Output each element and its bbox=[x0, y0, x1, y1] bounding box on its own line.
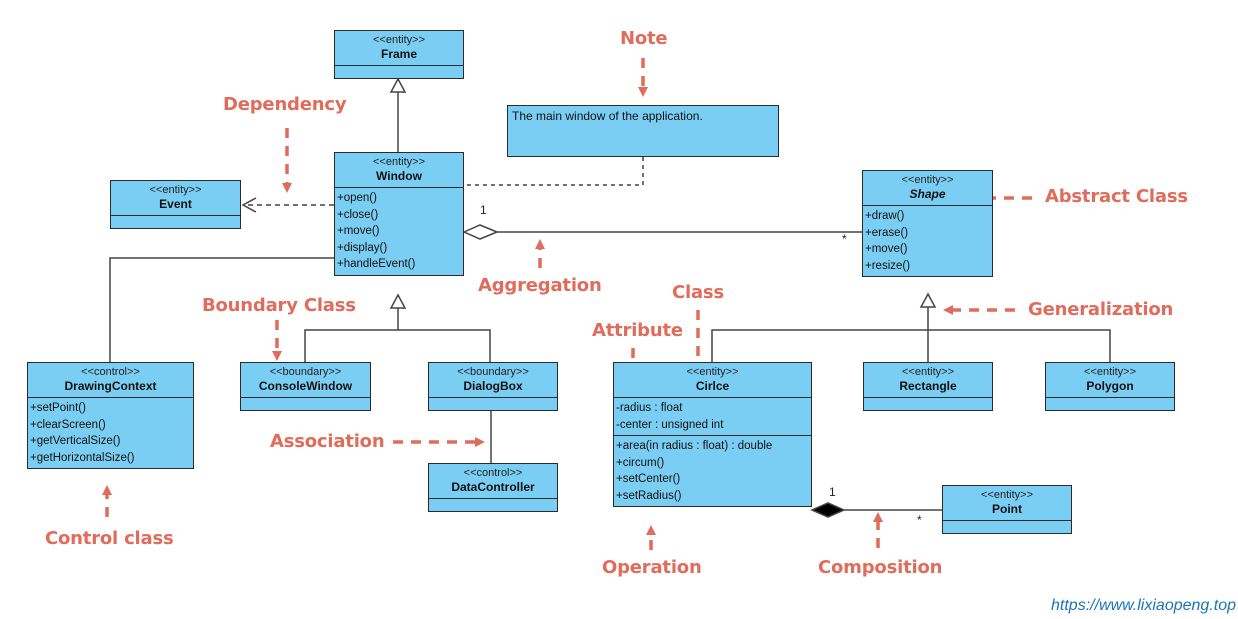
stereotype: <<entity>> bbox=[1084, 366, 1136, 378]
stereotype: <<entity>> bbox=[902, 366, 954, 378]
dependency-arrowhead bbox=[241, 197, 257, 213]
class-polygon[interactable]: <<entity>> Polygon bbox=[1045, 362, 1175, 411]
stereotype: <<entity>> bbox=[686, 366, 739, 378]
generalization-shapes-bus bbox=[711, 329, 1111, 362]
generalization-arrowhead bbox=[389, 293, 407, 309]
class-name: Rectangle bbox=[899, 379, 957, 393]
class-frame[interactable]: <<entity>> Frame bbox=[334, 30, 464, 79]
operation: +move() bbox=[337, 225, 380, 237]
class-name: Point bbox=[992, 502, 1022, 516]
class-name: Polygon bbox=[1086, 379, 1134, 393]
annotation-boundary-class: Boundary Class bbox=[202, 295, 356, 316]
annotation-composition: Composition bbox=[818, 557, 943, 578]
class-name: ConsoleWindow bbox=[258, 379, 353, 393]
operation: +display() bbox=[337, 241, 388, 254]
operation: +area(in radius : float) : double bbox=[616, 440, 773, 452]
annotation-control-class: Control class bbox=[45, 528, 174, 549]
generalization-arrowhead bbox=[389, 77, 407, 93]
operation: +erase() bbox=[865, 226, 909, 239]
operations-compartment: +setPoint() +clearScreen() +getVerticalS… bbox=[28, 398, 193, 468]
operation: +open() bbox=[337, 192, 377, 204]
generalization-arrowhead bbox=[919, 292, 937, 308]
annotation-note: Note bbox=[620, 28, 668, 49]
stereotype: <<entity>> bbox=[373, 156, 425, 168]
class-name: DialogBox bbox=[463, 379, 523, 393]
annotation-association: Association bbox=[270, 431, 385, 452]
operation: +setPoint() bbox=[30, 402, 86, 414]
stereotype: <<control>> bbox=[81, 366, 140, 378]
class-circle[interactable]: <<entity>> Cirlce -radius : float -cente… bbox=[613, 362, 812, 507]
class-window[interactable]: <<entity>> Window +open() +close() +move… bbox=[334, 152, 464, 276]
stereotype: <<entity>> bbox=[901, 174, 954, 186]
class-name: Event bbox=[159, 197, 192, 211]
multiplicity-composition-part: * bbox=[917, 513, 922, 527]
operations-compartment: +draw() +erase() +move() +resize() bbox=[863, 206, 992, 276]
annotation-dependency: Dependency bbox=[223, 94, 347, 115]
note-box[interactable]: The main window of the application. bbox=[507, 105, 779, 157]
annotation-operation: Operation bbox=[602, 557, 702, 578]
aggregation-diamond bbox=[462, 224, 499, 240]
generalization-consolewindow bbox=[304, 329, 491, 362]
class-event[interactable]: <<entity>> Event bbox=[110, 180, 241, 229]
class-shape[interactable]: <<entity>> Shape +draw() +erase() +move(… bbox=[862, 170, 993, 277]
operations-compartment bbox=[864, 398, 992, 410]
stereotype: <<entity>> bbox=[149, 184, 202, 196]
operations-compartment bbox=[943, 521, 1071, 533]
class-name: DrawingContext bbox=[64, 379, 157, 393]
composition-diamond bbox=[810, 502, 846, 518]
multiplicity-aggregation-part: * bbox=[842, 232, 847, 246]
annotation-class: Class bbox=[672, 282, 724, 303]
operations-compartment: +open() +close() +move() +display() +han… bbox=[335, 188, 463, 275]
operations-compartment: +area(in radius : float) : double +circu… bbox=[614, 435, 811, 506]
annotation-abstract-class: Abstract Class bbox=[1045, 186, 1188, 207]
class-name: Shape bbox=[909, 187, 946, 201]
class-point[interactable]: <<entity>> Point bbox=[942, 485, 1072, 534]
class-rectangle[interactable]: <<entity>> Rectangle bbox=[863, 362, 993, 411]
annotation-generalization: Generalization bbox=[1028, 299, 1174, 320]
operations-compartment bbox=[241, 398, 370, 410]
multiplicity-aggregation-whole: 1 bbox=[480, 203, 487, 217]
stereotype: <<boundary>> bbox=[457, 366, 529, 378]
operation: +draw() bbox=[865, 210, 905, 222]
watermark-link[interactable]: https://www.lixiaopeng.top bbox=[1051, 597, 1236, 614]
operation: +handleEvent() bbox=[337, 258, 416, 270]
stereotype: <<entity>> bbox=[373, 34, 425, 46]
operation: +close() bbox=[337, 208, 379, 221]
operation: +circum() bbox=[616, 456, 665, 469]
class-name: Window bbox=[376, 169, 422, 183]
note-anchor-line bbox=[463, 157, 644, 186]
class-datacontroller[interactable]: <<control>> DataController bbox=[428, 463, 558, 512]
class-name: DataController bbox=[451, 480, 535, 494]
operations-compartment bbox=[335, 66, 463, 78]
class-drawingcontext[interactable]: <<control>> DrawingContext +setPoint() +… bbox=[27, 362, 194, 469]
operations-compartment bbox=[429, 398, 557, 410]
class-dialogbox[interactable]: <<boundary>> DialogBox bbox=[428, 362, 558, 411]
attribute: -radius : float bbox=[616, 402, 683, 414]
class-name: Cirlce bbox=[695, 379, 730, 393]
operation: +resize() bbox=[865, 259, 911, 272]
operation: +getHorizontalSize() bbox=[30, 451, 135, 464]
class-name: Frame bbox=[380, 47, 418, 61]
multiplicity-composition-whole: 1 bbox=[829, 485, 836, 499]
association-window-drawingcontext bbox=[109, 257, 334, 362]
annotation-aggregation: Aggregation bbox=[478, 275, 602, 296]
operation: +setRadius() bbox=[616, 489, 682, 502]
stereotype: <<control>> bbox=[463, 467, 523, 479]
note-text: The main window of the application. bbox=[512, 109, 703, 123]
stereotype: <<entity>> bbox=[981, 489, 1033, 501]
attributes-compartment: -radius : float -center : unsigned int bbox=[614, 398, 811, 435]
operation: +getVerticalSize() bbox=[30, 435, 121, 447]
annotation-attribute: Attribute bbox=[592, 320, 683, 341]
stereotype: <<boundary>> bbox=[269, 366, 342, 378]
operations-compartment bbox=[111, 216, 240, 228]
operations-compartment bbox=[1046, 398, 1174, 410]
operations-compartment bbox=[429, 499, 557, 511]
operation: +setCenter() bbox=[616, 473, 681, 485]
operation: +clearScreen() bbox=[30, 418, 106, 431]
class-consolewindow[interactable]: <<boundary>> ConsoleWindow bbox=[240, 362, 371, 411]
attribute: -center : unsigned int bbox=[616, 418, 724, 431]
operation: +move() bbox=[865, 243, 908, 255]
